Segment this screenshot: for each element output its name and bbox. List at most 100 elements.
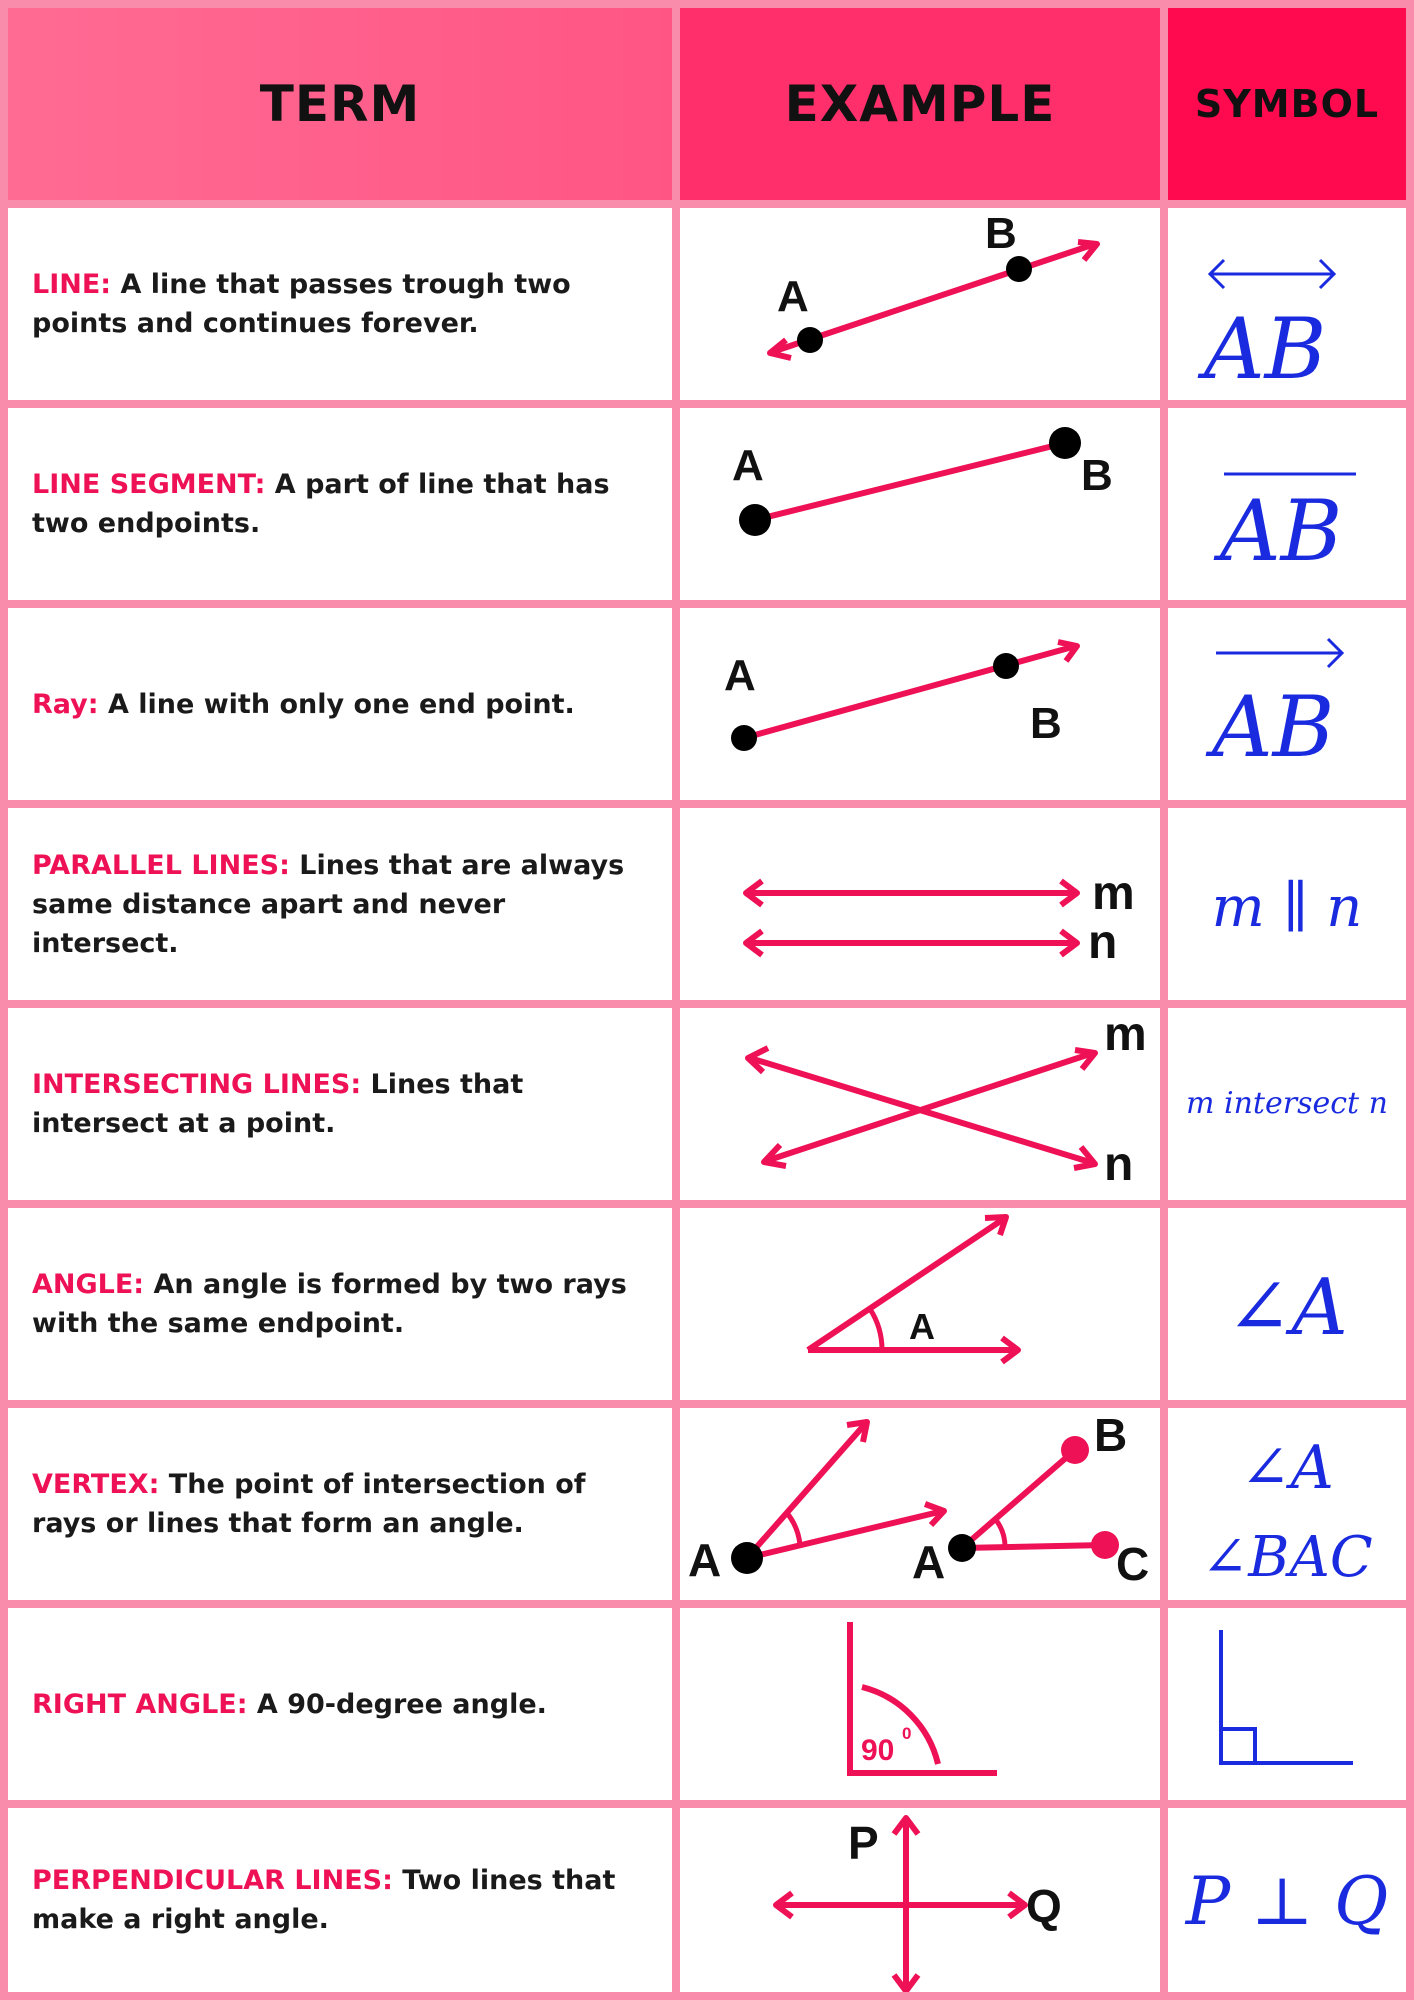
segment-stroke xyxy=(754,440,1066,523)
arrowhead-icon xyxy=(1074,1047,1098,1071)
point-b xyxy=(993,653,1019,679)
term-parallel-lines: PARALLEL LINES: Lines that are always sa… xyxy=(8,808,672,1000)
arrowhead-icon xyxy=(1000,1335,1021,1365)
term-desc: An angle is formed by two rays with the … xyxy=(32,1269,627,1339)
term-desc: A 90-degree angle. xyxy=(247,1688,547,1720)
arrowhead-icon xyxy=(1057,639,1080,663)
arrowhead-icon xyxy=(923,1501,947,1528)
arrowhead-icon xyxy=(1326,637,1345,669)
arrowhead-icon xyxy=(761,1142,787,1169)
symbol-perpendicular-lines: P ⊥ Q xyxy=(1168,1808,1406,1992)
term-desc: Lines that are always same distance apar… xyxy=(32,849,625,959)
label-p: P xyxy=(848,1817,879,1869)
ray-symbol: AB xyxy=(1205,637,1345,776)
term-right-angle: RIGHT ANGLE: A 90-degree angle. xyxy=(8,1608,672,1800)
arrowhead-icon xyxy=(1073,1145,1098,1171)
term-name: LINE: xyxy=(32,269,112,300)
ray-left-right xyxy=(746,1508,944,1561)
label-a: A xyxy=(732,441,764,490)
arrowhead-icon xyxy=(1059,928,1080,958)
vertex-point xyxy=(948,1534,976,1562)
term-desc: A part of line that has two endpoints. xyxy=(32,469,610,539)
symbol-ray: AB xyxy=(1168,608,1406,800)
point-a xyxy=(797,327,823,353)
line-m xyxy=(765,1050,1094,1164)
example-parallel-lines: m n xyxy=(680,808,1160,1000)
symbol-parallel-lines: m ∥ n xyxy=(1168,808,1406,1000)
term-name: RIGHT ANGLE: xyxy=(32,1688,248,1720)
vertex-point xyxy=(731,1542,763,1574)
right-angle-square-icon xyxy=(1219,1727,1257,1765)
term-name: VERTEX: xyxy=(32,1469,160,1500)
arrowhead-icon xyxy=(1077,239,1100,262)
arrowhead-icon xyxy=(891,1815,921,1836)
header-term: TERM xyxy=(8,8,672,200)
symbol-line: AB xyxy=(1168,208,1406,400)
angle-arc xyxy=(867,1307,885,1351)
parallel-symbol: m ∥ n xyxy=(1212,875,1363,940)
example-perpendicular-lines: P Q xyxy=(680,1808,1160,1992)
label-b: B xyxy=(985,209,1017,258)
term-desc: Lines that intersect at a point. xyxy=(32,1069,524,1139)
term-text: PARALLEL LINES: Lines that are always sa… xyxy=(32,846,650,963)
line-diagram: A B xyxy=(767,209,1100,361)
ray-stroke xyxy=(743,643,1077,741)
example-intersecting-lines: m n xyxy=(680,1008,1160,1200)
ray-diagonal xyxy=(806,1215,1007,1353)
term-intersecting-lines: INTERSECTING LINES: Lines that intersect… xyxy=(8,1008,672,1200)
symbol-text: ∠A xyxy=(1240,1433,1334,1503)
term-name: PARALLEL LINES: xyxy=(32,849,290,881)
segment-ac xyxy=(961,1542,1106,1551)
term-ray: Ray: A line with only one end point. xyxy=(8,608,672,800)
term-line: LINE: A line that passes trough two poin… xyxy=(8,208,672,400)
intersecting-symbol: m intersect n xyxy=(1186,1086,1388,1121)
angle-arc xyxy=(785,1511,803,1546)
term-name: ANGLE: xyxy=(32,1269,145,1300)
arrowhead-icon xyxy=(984,1214,1009,1236)
perpendicular-diagram: P Q xyxy=(773,1815,1062,1992)
segment-diagram: A B xyxy=(732,427,1113,536)
term-name: Ray: xyxy=(32,688,99,720)
header-symbol: SYMBOL xyxy=(1168,8,1406,200)
term-text: ANGLE: An angle is formed by two rays wi… xyxy=(32,1265,650,1343)
term-name: PERPENDICULAR LINES: xyxy=(32,1865,393,1896)
term-text: LINE SEGMENT: A part of line that has tw… xyxy=(32,465,650,543)
term-text: Ray: A line with only one end point. xyxy=(32,685,575,724)
term-vertex: VERTEX: The point of intersection of ray… xyxy=(8,1408,672,1600)
arrowhead-icon xyxy=(1207,258,1226,290)
symbol-text: P ⊥ Q xyxy=(1185,1863,1389,1940)
symbol-vertex: ∠A ∠BAC xyxy=(1168,1408,1406,1600)
label-90: 90 xyxy=(861,1734,894,1767)
term-angle: ANGLE: An angle is formed by two rays wi… xyxy=(8,1208,672,1400)
point-b xyxy=(1061,1436,1089,1464)
angle-arc xyxy=(861,1684,941,1765)
label-c: C xyxy=(1116,1538,1149,1590)
example-line-segment: A B xyxy=(680,408,1160,600)
symbol-text: m intersect n xyxy=(1186,1086,1388,1121)
label-a: A xyxy=(724,651,756,700)
right-angle-icon xyxy=(1219,1630,1353,1765)
arrowhead-icon xyxy=(1059,878,1080,908)
term-desc: A line that passes trough two points and… xyxy=(32,269,571,339)
arrowhead-icon xyxy=(773,1890,794,1920)
label-m: m xyxy=(1092,867,1135,920)
term-text: RIGHT ANGLE: A 90-degree angle. xyxy=(32,1685,547,1724)
example-vertex: A A B C xyxy=(680,1408,1160,1600)
symbol-right-angle xyxy=(1168,1608,1406,1800)
symbol-text-2: ∠BAC xyxy=(1201,1525,1372,1590)
symbol-text: m ∥ n xyxy=(1212,875,1363,940)
header-example: EXAMPLE xyxy=(680,8,1160,200)
vertex-symbol: ∠A ∠BAC xyxy=(1201,1433,1372,1590)
symbol-text: AB xyxy=(1205,678,1334,776)
term-desc: The point of intersection of rays or lin… xyxy=(32,1469,586,1539)
term-name: LINE SEGMENT: xyxy=(32,469,266,500)
symbol-text: AB xyxy=(1197,300,1326,398)
right-angle-diagram: 90 0 xyxy=(847,1622,997,1776)
point-b xyxy=(1049,427,1081,459)
label-a: A xyxy=(909,1306,935,1347)
right-angle-symbol xyxy=(1219,1630,1353,1765)
label-q: Q xyxy=(1026,1880,1062,1932)
label-a-right: A xyxy=(912,1536,945,1588)
symbol-text: ∠A xyxy=(1226,1263,1348,1353)
